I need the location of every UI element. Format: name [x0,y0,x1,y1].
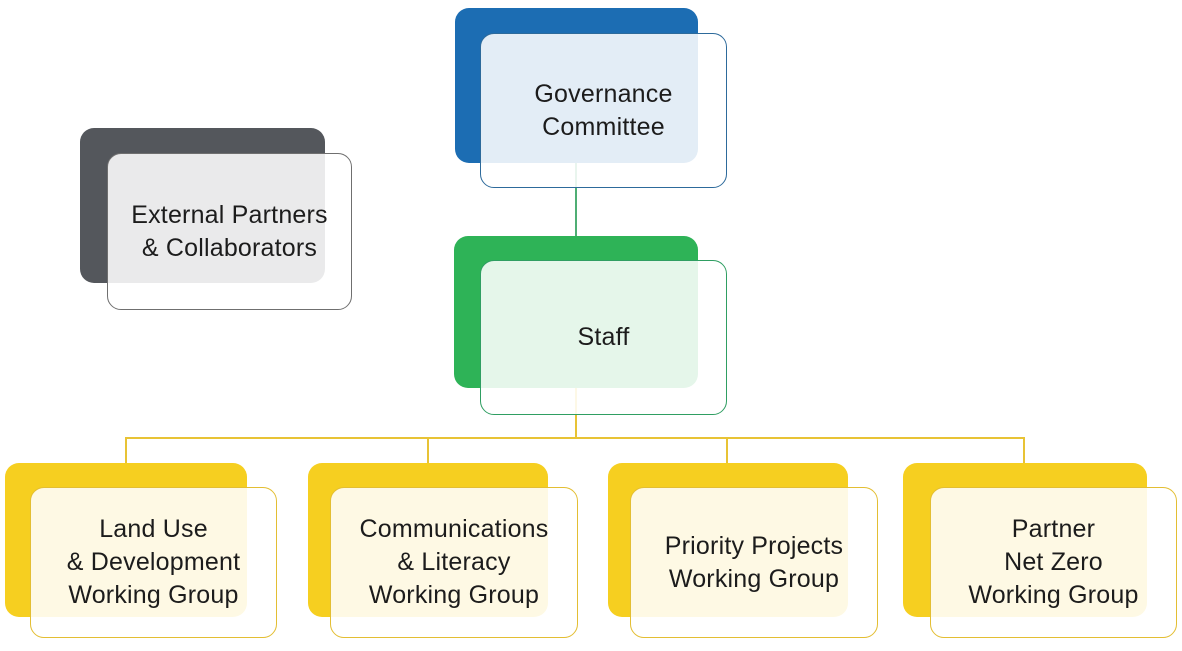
priority-projects-node: Priority Projects Working Group [630,487,878,638]
external-partners-node: External Partners & Collaborators [107,153,352,310]
partner-net-zero-label: Partner Net Zero Working Group [968,515,1139,609]
staff-label: Staff [577,323,630,351]
land-use-node: Land Use & Development Working Group [30,487,277,638]
connector-drop-priority-projects [726,437,728,465]
communications-node: Communications & Literacy Working Group [330,487,578,638]
connector-horizontal-rail [125,437,1025,439]
connector-drop-communications [427,437,429,465]
priority-projects-label: Priority Projects Working Group [664,531,844,593]
governance-node: Governance Committee [480,33,727,188]
land-use-label: Land Use & Development Working Group [66,515,241,609]
partner-net-zero-node: Partner Net Zero Working Group [930,487,1177,638]
connector-drop-partner-net-zero [1023,437,1025,465]
staff-node: Staff [480,260,727,415]
governance-label: Governance Committee [534,79,673,141]
communications-label: Communications & Literacy Working Group [359,515,549,609]
external-partners-label: External Partners & Collaborators [131,200,328,262]
connector-drop-land-use [125,437,127,465]
